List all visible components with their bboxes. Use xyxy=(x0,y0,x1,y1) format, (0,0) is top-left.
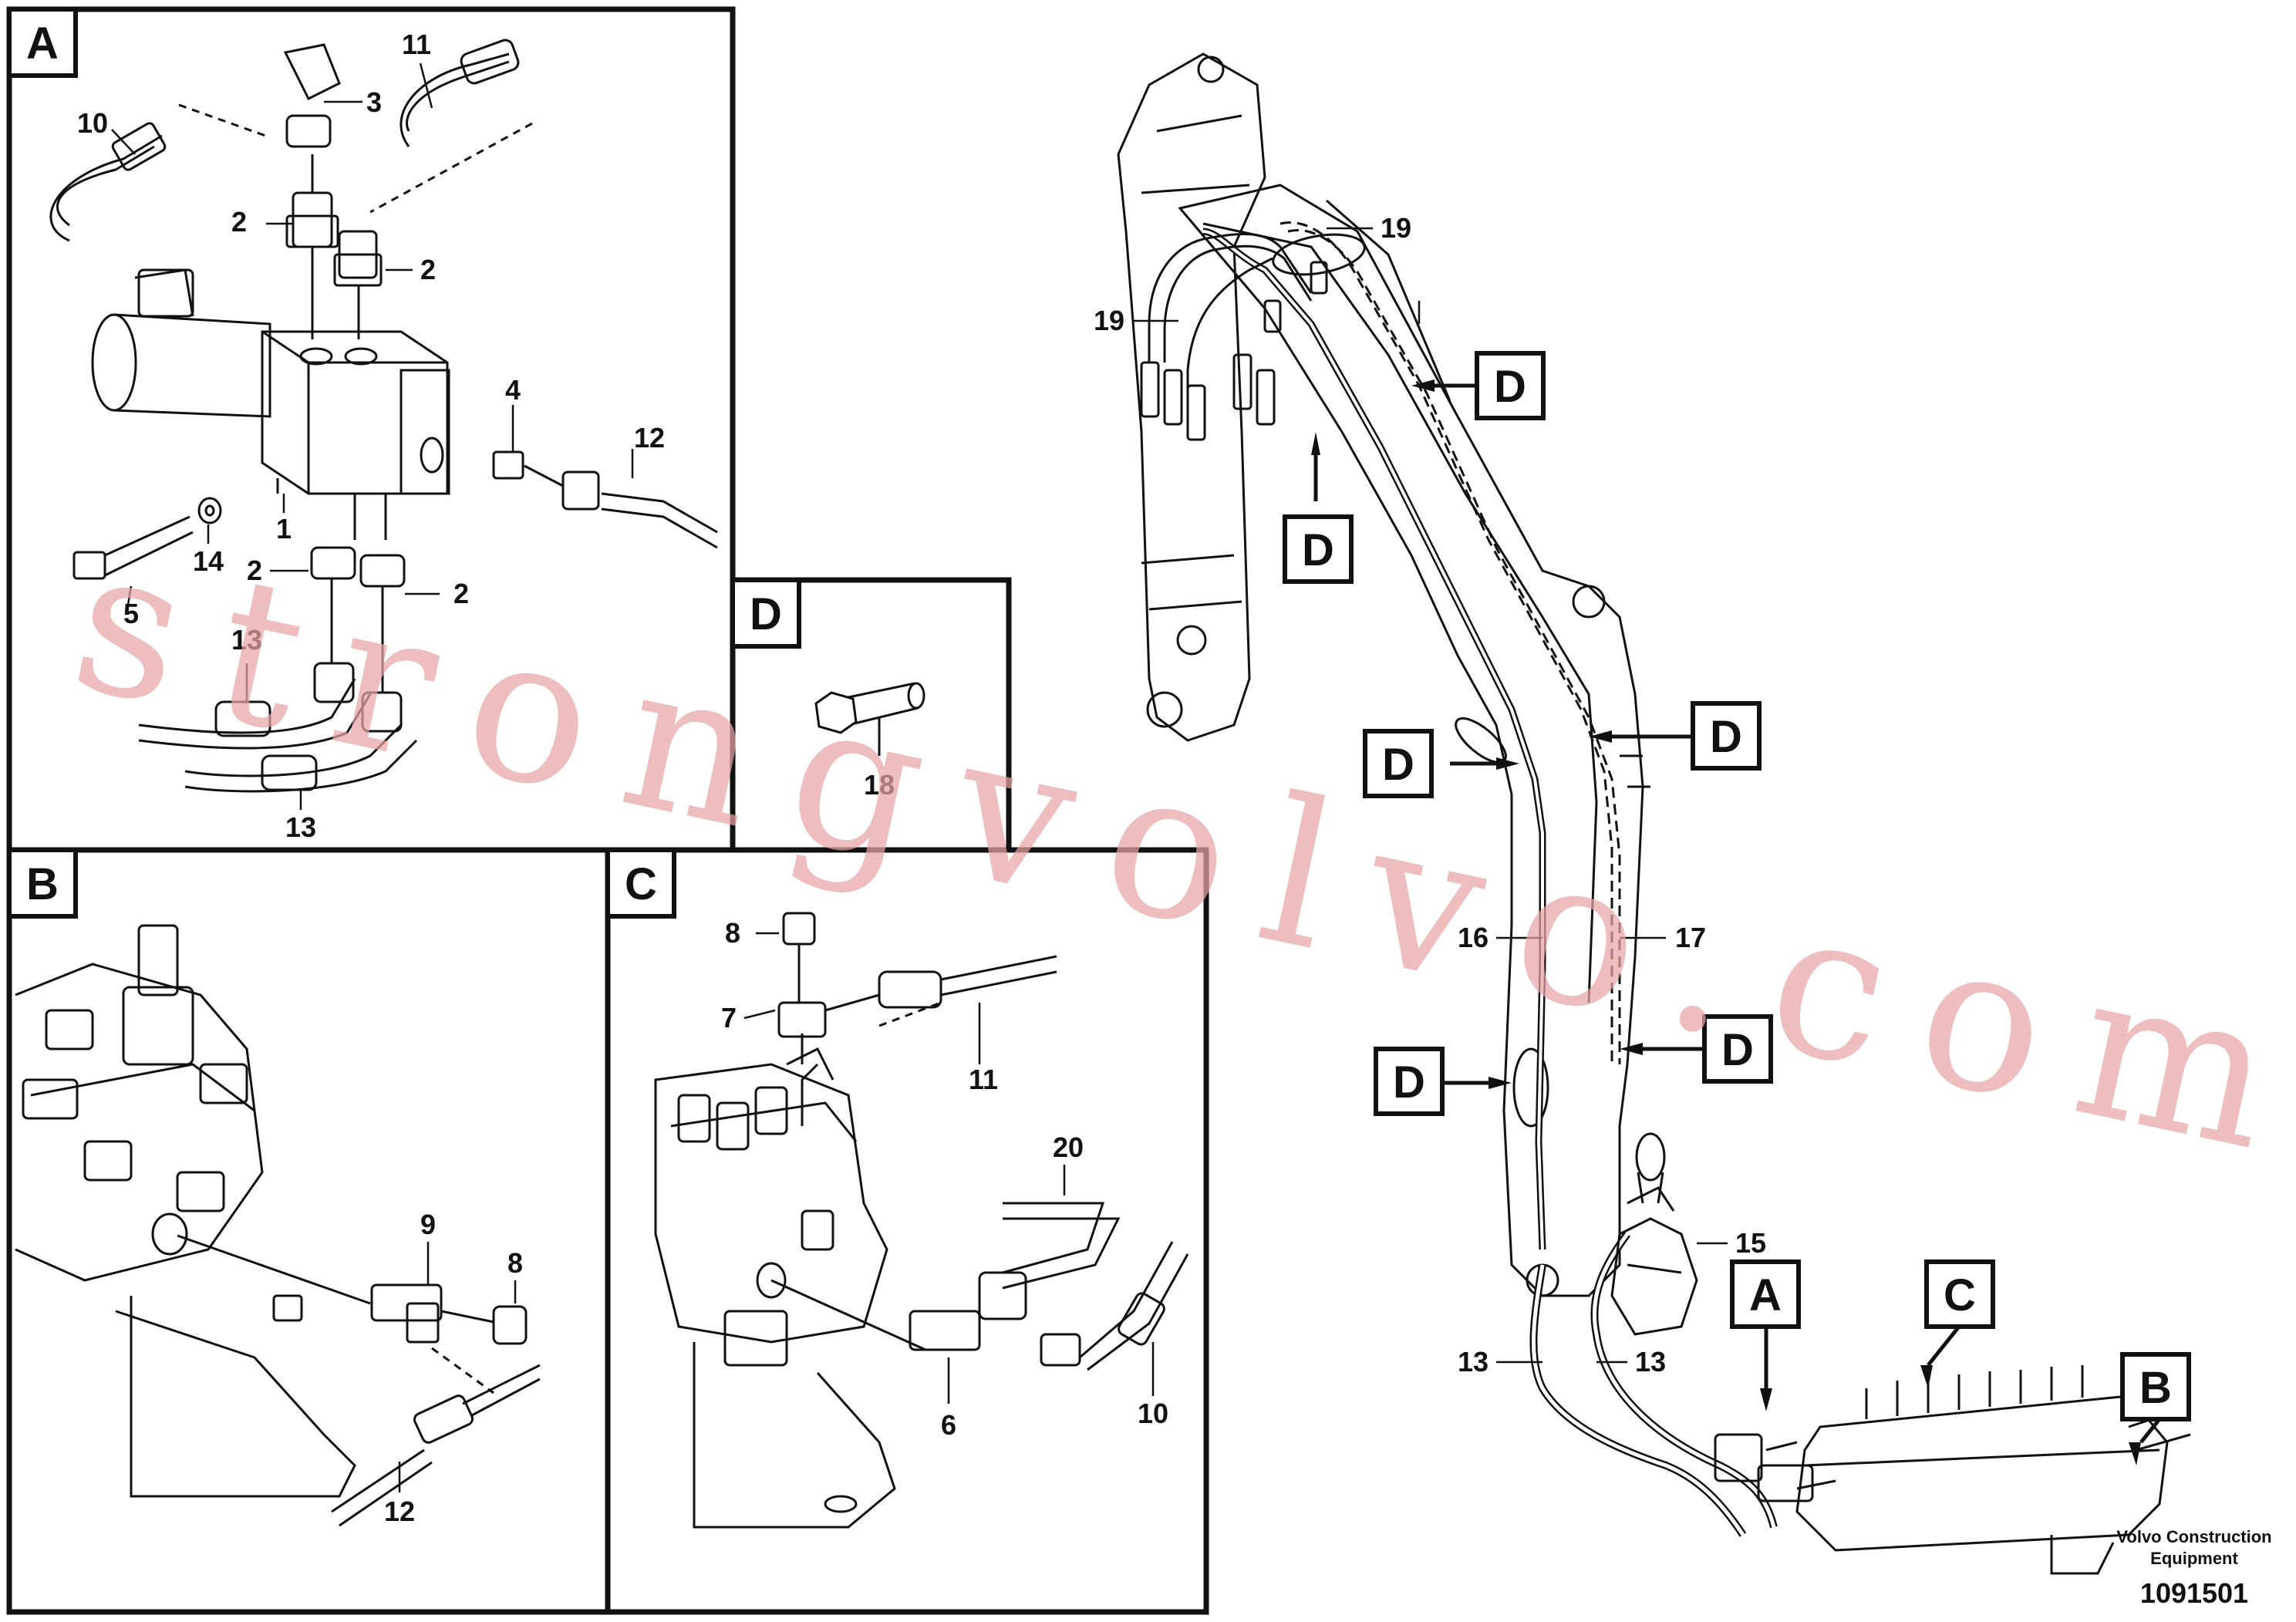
footer: Volvo Construction Equipment 1091501 xyxy=(2116,1527,2271,1609)
part-number: 8 xyxy=(725,917,740,949)
panel-c-label: C xyxy=(625,859,657,909)
drawing-number: 1091501 xyxy=(2140,1577,2248,1609)
ref-box-b: B xyxy=(2120,1352,2191,1421)
part-number: 11 xyxy=(969,1064,998,1095)
part-number: 3 xyxy=(366,86,382,118)
svg-text:C: C xyxy=(1944,1270,1976,1320)
part-number: 5 xyxy=(123,598,139,629)
company-name-line-1: Volvo Construction xyxy=(2116,1527,2271,1546)
ref-box-d: D xyxy=(1702,1014,1773,1084)
upper-fittings-drawing xyxy=(283,43,600,511)
part-number: 15 xyxy=(1735,1227,1766,1259)
panel-b: B 9 xyxy=(6,847,611,1615)
svg-text:D: D xyxy=(1710,712,1742,762)
part-number: 14 xyxy=(193,545,224,577)
part-number: 10 xyxy=(1138,1398,1168,1429)
part-number: 10 xyxy=(77,107,108,139)
joystick-drawing xyxy=(1610,1132,1698,1336)
company-name-line-2: Equipment xyxy=(2150,1549,2238,1568)
adapter-fittings-c-drawing xyxy=(909,1202,1189,1371)
hose-b-drawing xyxy=(331,1364,541,1527)
part-number: 19 xyxy=(1381,212,1411,244)
part-number: 2 xyxy=(231,206,247,238)
part-number: 13 xyxy=(231,624,262,656)
svg-text:D: D xyxy=(1393,1057,1425,1108)
part-number: 12 xyxy=(634,422,665,454)
ref-box-d: D xyxy=(0,0,1188,291)
part-number: 7 xyxy=(721,1002,737,1034)
svg-text:D: D xyxy=(1721,1025,1754,1075)
part-number: 17 xyxy=(1675,922,1706,953)
d-callout-arrows xyxy=(1311,379,2141,1465)
solenoid-valve-drawing xyxy=(91,268,450,540)
panel-d-label: D xyxy=(750,589,782,639)
flange-bolt-drawing xyxy=(814,682,925,756)
ref-box-d: D xyxy=(1475,351,1546,420)
panel-c: C xyxy=(605,847,1209,1615)
panel-b-label: B xyxy=(26,859,59,909)
panel-a-label: A xyxy=(26,19,59,69)
part-number: 20 xyxy=(1053,1131,1084,1163)
boom-assembly: D D D D D D D A xyxy=(0,0,2191,1575)
part-number: 19 xyxy=(1094,305,1124,336)
part-number: 2 xyxy=(247,555,262,586)
ref-box-d: D xyxy=(1283,514,1354,584)
part-number: 13 xyxy=(1458,1346,1489,1378)
ref-box-d: D xyxy=(1691,701,1762,771)
tee-fitting-drawing xyxy=(370,1283,528,1345)
control-valve-drawing-c xyxy=(654,1047,896,1529)
panel-d: D 18 xyxy=(730,577,1012,853)
part-number: 13 xyxy=(1635,1346,1666,1378)
svg-text:D: D xyxy=(1382,740,1414,790)
part-number: 2 xyxy=(420,254,436,285)
ref-box-a: A xyxy=(1730,1259,1801,1329)
tee-fitting-c-drawing xyxy=(777,912,1057,1038)
part-number: 16 xyxy=(1458,922,1489,953)
part-number: 9 xyxy=(420,1209,436,1240)
part-number: 18 xyxy=(864,769,895,801)
part-number: 6 xyxy=(941,1409,956,1441)
part-number: 12 xyxy=(384,1496,415,1527)
ref-box-d: D xyxy=(1363,729,1434,798)
svg-text:D: D xyxy=(1302,525,1334,575)
arm-structure-drawing xyxy=(1117,52,1650,1297)
part-number: 11 xyxy=(402,29,431,60)
part-number: 1 xyxy=(276,513,292,545)
part-number: 4 xyxy=(505,374,521,406)
svg-text:B: B xyxy=(2139,1363,2172,1413)
hose-19-drawing xyxy=(1148,233,1313,363)
bolt-washer-drawing xyxy=(72,497,222,580)
svg-text:A: A xyxy=(1749,1270,1782,1320)
part-number: 2 xyxy=(453,578,469,609)
ref-box-c: C xyxy=(1924,1259,1995,1329)
pipe-17-drawing xyxy=(1279,221,1613,1064)
ref-box-d: D xyxy=(1374,1047,1445,1116)
hose-couplings-drawing xyxy=(1140,261,1328,441)
part-number: 13 xyxy=(285,811,316,843)
svg-text:D: D xyxy=(1494,362,1526,412)
part-number: 8 xyxy=(507,1247,523,1279)
hose-lines-drawing xyxy=(49,39,718,793)
control-valve-drawing-b xyxy=(15,924,356,1498)
